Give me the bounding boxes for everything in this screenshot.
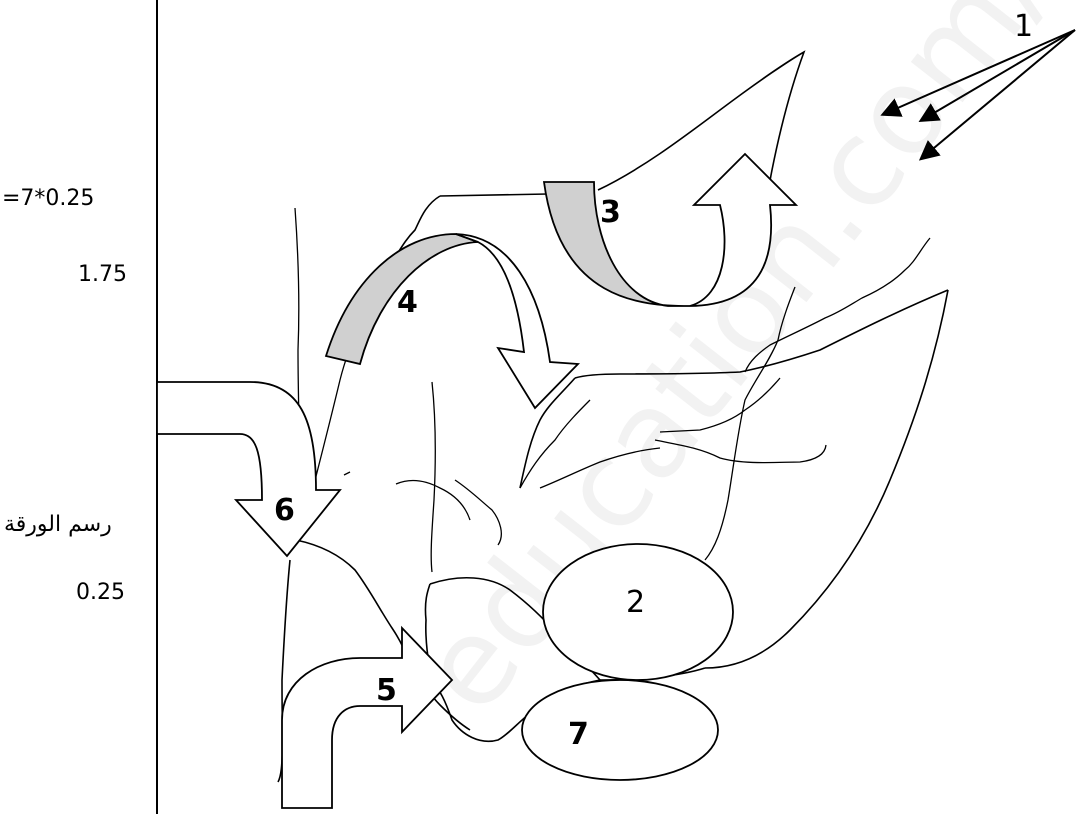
arrow-4-outlined-head bbox=[455, 233, 581, 410]
label-3: 3 bbox=[600, 195, 621, 230]
arrow-5 bbox=[281, 625, 454, 809]
oval-7 bbox=[521, 679, 719, 781]
calc-line-1: =7*0.25 bbox=[2, 186, 95, 211]
label-6: 6 bbox=[274, 493, 295, 528]
drawing-label: رسم الورقة bbox=[4, 512, 112, 537]
sunlight-arrow-2 bbox=[918, 29, 1076, 123]
arrow-6 bbox=[156, 381, 342, 558]
drawing-score: 0.25 bbox=[76, 580, 125, 605]
sunlight-arrow-1 bbox=[880, 29, 1076, 117]
arrow-3-outlined-head bbox=[689, 152, 799, 307]
label-1: 1 bbox=[1014, 9, 1033, 44]
label-5: 5 bbox=[376, 673, 397, 708]
label-1-group: 1 bbox=[880, 9, 1076, 161]
label-4: 4 bbox=[397, 285, 418, 320]
label-2: 2 bbox=[626, 585, 645, 620]
label-7: 7 bbox=[568, 717, 589, 752]
calc-line-2: 1.75 bbox=[78, 262, 127, 287]
sunlight-arrow-3 bbox=[918, 29, 1076, 161]
